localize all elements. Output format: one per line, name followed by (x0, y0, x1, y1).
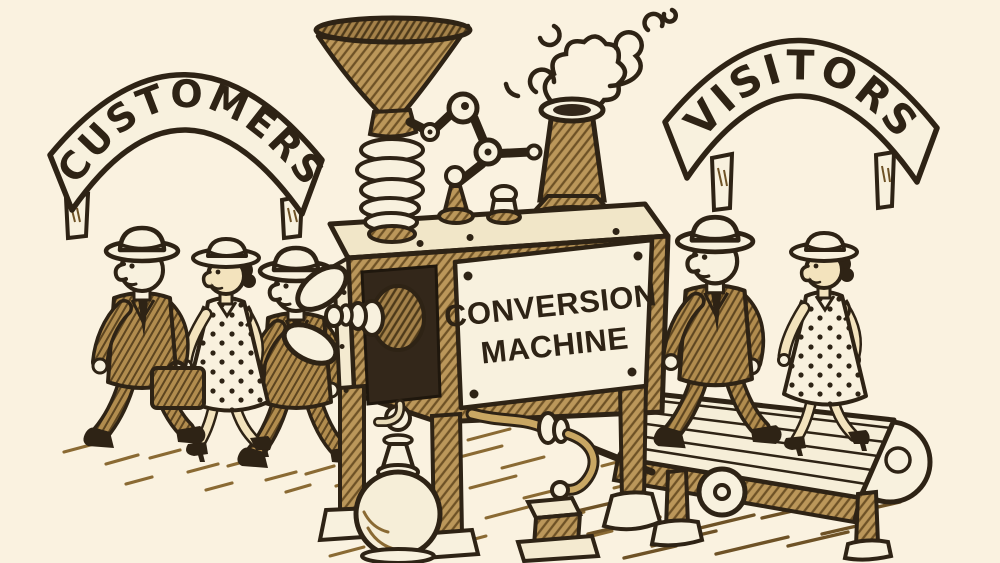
funnel (313, 15, 473, 244)
lever-ball (444, 165, 466, 187)
linkage-arm (405, 91, 543, 225)
wheel-hub (713, 483, 731, 501)
smoke (503, 7, 678, 110)
conveyor-foot (842, 538, 894, 562)
post-hatch (70, 205, 298, 223)
wingnut-upper-lobe (295, 264, 349, 312)
wingnut-lower-lobe (281, 322, 339, 366)
conversion-machine: CONVERSION MACHINE (281, 7, 678, 563)
crank-assembly (281, 264, 442, 427)
banner-ribbon (47, 72, 325, 217)
customers-group (83, 228, 359, 468)
wingnut-hub (324, 304, 344, 328)
round-knob (486, 184, 522, 225)
post-hatch (717, 165, 891, 187)
under-pipes (465, 407, 601, 563)
roller-ring (884, 446, 912, 474)
flask (353, 404, 443, 563)
banner-ribbon (662, 37, 940, 185)
spring-coil (355, 137, 425, 233)
conveyor-leg (853, 489, 881, 549)
briefcase (150, 360, 206, 410)
label-panel: CONVERSION MACHINE (442, 237, 658, 411)
conveyor-foot (649, 518, 705, 548)
